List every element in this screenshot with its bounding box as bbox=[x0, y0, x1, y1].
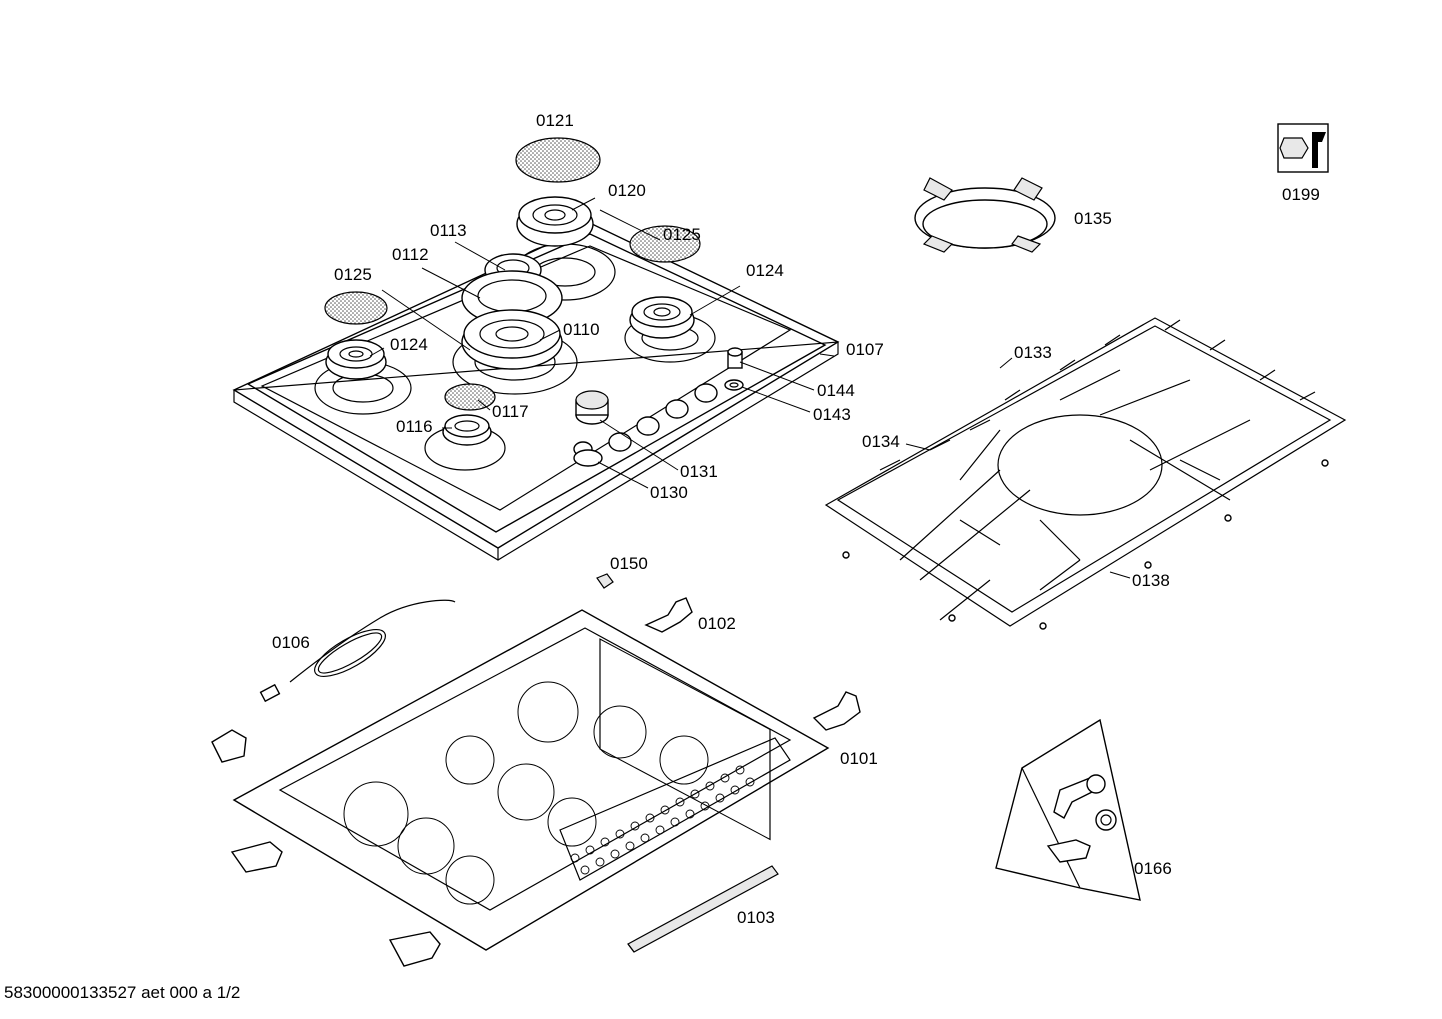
pan-support-grate bbox=[824, 317, 1347, 630]
mains-cable-0106 bbox=[259, 599, 456, 703]
ignition-button-0144 bbox=[727, 347, 743, 369]
label-0110: 0110 bbox=[563, 320, 600, 339]
label-0124-right: 0124 bbox=[746, 261, 784, 280]
knob-ring-0130 bbox=[573, 449, 603, 467]
knob-holes bbox=[573, 383, 718, 457]
burner-head-0120 bbox=[516, 196, 594, 247]
clip-0150 bbox=[596, 573, 614, 589]
label-0116: 0116 bbox=[396, 417, 433, 436]
control-knob-0131 bbox=[575, 390, 609, 425]
burner-head-0116 bbox=[442, 414, 492, 446]
fixing-clamps bbox=[211, 691, 861, 967]
burner-head-0124-left bbox=[325, 339, 387, 380]
washer-0143 bbox=[724, 379, 744, 391]
label-0133: 0133 bbox=[1014, 343, 1052, 362]
label-0199: 0199 bbox=[1282, 185, 1320, 204]
label-0134: 0134 bbox=[862, 432, 900, 451]
burner-cap-0117 bbox=[444, 383, 496, 411]
label-0102: 0102 bbox=[698, 614, 736, 633]
label-0103: 0103 bbox=[737, 908, 775, 927]
bracket-0102 bbox=[644, 597, 693, 633]
label-0112: 0112 bbox=[392, 245, 429, 264]
drawing-reference: 58300000133527 aet 000 a 1/2 bbox=[4, 983, 240, 1002]
tool-wrench-icon bbox=[1277, 123, 1329, 173]
gas-connector-kit-0166 bbox=[995, 718, 1141, 901]
label-0124-left: 0124 bbox=[390, 335, 428, 354]
label-0130: 0130 bbox=[650, 483, 688, 502]
burner-head-0124-right bbox=[629, 296, 695, 339]
label-0107: 0107 bbox=[846, 340, 884, 359]
label-0143: 0143 bbox=[813, 405, 851, 424]
wok-ring-0135 bbox=[914, 177, 1056, 253]
burner-cap-0121 bbox=[515, 137, 601, 183]
label-0135: 0135 bbox=[1074, 209, 1112, 228]
label-0138: 0138 bbox=[1132, 571, 1170, 590]
label-0117: 0117 bbox=[492, 402, 529, 421]
label-0144: 0144 bbox=[817, 381, 855, 400]
wok-burner-body-0110 bbox=[461, 309, 563, 370]
label-0125-left: 0125 bbox=[334, 265, 372, 284]
label-0106: 0106 bbox=[272, 633, 310, 652]
label-0113: 0113 bbox=[430, 221, 467, 240]
label-0101: 0101 bbox=[840, 749, 878, 768]
burner-cap-0125-right bbox=[629, 225, 701, 263]
label-0120: 0120 bbox=[608, 181, 646, 200]
burner-cap-0125-left bbox=[324, 291, 388, 325]
label-0166: 0166 bbox=[1134, 859, 1172, 878]
leader-lines bbox=[369, 197, 1131, 579]
label-0121: 0121 bbox=[536, 111, 574, 130]
seal-strip-0103 bbox=[627, 865, 779, 953]
part-labels: 0121 0120 0113 0112 0125 0125 0124 0124 … bbox=[272, 111, 1320, 927]
bottom-tray-0101 bbox=[232, 609, 830, 951]
label-0125-right: 0125 bbox=[663, 225, 701, 244]
label-0131: 0131 bbox=[680, 462, 718, 481]
label-0150: 0150 bbox=[610, 554, 648, 573]
